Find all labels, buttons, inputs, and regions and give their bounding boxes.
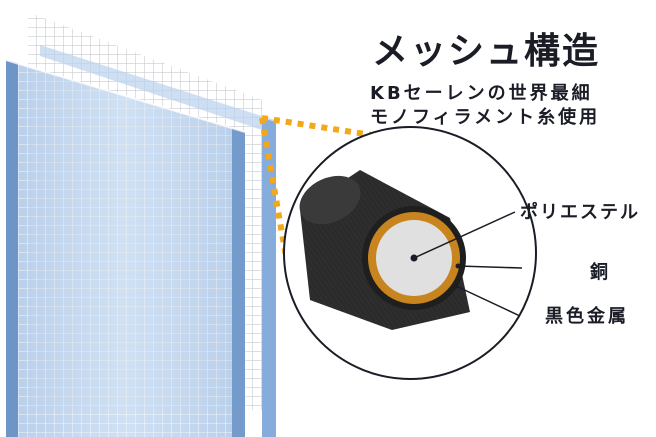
- subtitle-line-2: モノフィラメント糸使用: [370, 107, 601, 128]
- magnified-view: [283, 126, 537, 380]
- label-black-metal: 黒色金属: [545, 306, 629, 327]
- label-polyester: ポリエステル: [520, 202, 640, 223]
- copper-pointer-dot: [455, 263, 461, 269]
- callout-connector: [259, 115, 379, 269]
- subtitle-line-1: KBセーレンの世界最細: [370, 83, 593, 104]
- leader-lines: [413, 211, 523, 317]
- black-metal-pointer-dot: [453, 283, 459, 289]
- label-copper: 銅: [590, 262, 608, 283]
- page-title: メッシュ構造: [372, 31, 601, 72]
- glass-panels: [5, 45, 276, 437]
